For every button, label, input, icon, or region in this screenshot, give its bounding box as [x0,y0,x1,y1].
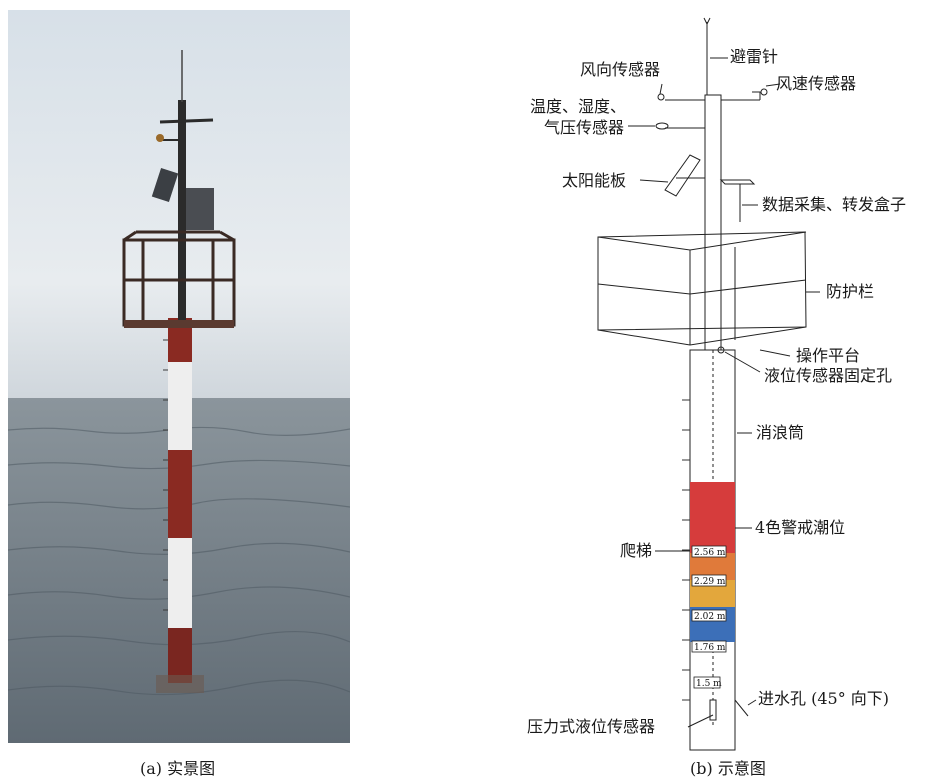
label-solar-panel: 太阳能板 [562,171,627,190]
caption-diagram: (b) 示意图 [690,759,766,778]
label-wave-tube: 消浪筒 [756,423,805,442]
tide-mark-2.29: 2.29 m [694,577,726,587]
label-temp-humidity: 温度、湿度、 [530,97,627,116]
label-pressure-sensor: 气压传感器 [544,118,625,137]
label-data-box: 数据采集、转发盒子 [762,195,907,214]
label-pressure-level-sensor: 压力式液位传感器 [527,717,656,736]
tide-mark-2.02: 2.02 m [694,612,726,622]
tide-mark-1.76: 1.76 m [694,643,726,653]
station-photo [8,10,350,743]
tide-mark-1.5: 1.5 m [696,679,722,689]
label-warning-levels: 4色警戒潮位 [755,518,846,537]
tide-mark-2.56: 2.56 m [694,548,726,558]
label-ladder: 爬梯 [620,541,653,560]
label-guardrail: 防护栏 [826,282,875,301]
label-wind-speed-sensor: 风速传感器 [776,74,857,93]
label-platform: 操作平台 [796,346,861,365]
caption-photo: (a) 实景图 [140,759,216,778]
label-fixing-hole: 液位传感器固定孔 [764,366,893,385]
label-lightning-rod: 避雷针 [730,47,779,66]
label-inlet: 进水孔 (45° 向下) [758,689,890,708]
label-wind-direction-sensor: 风向传感器 [580,60,661,79]
